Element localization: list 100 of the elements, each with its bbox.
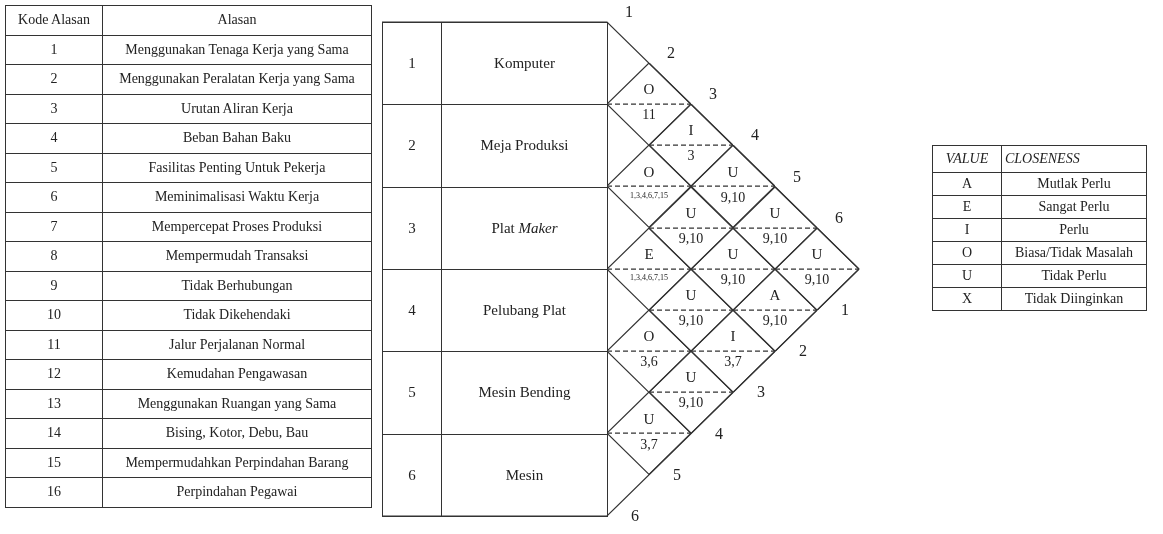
reason-code: 3 [686, 150, 696, 163]
row-number: 5 [383, 352, 442, 434]
column-header: CLOSENESS [1001, 145, 1147, 173]
reason-text: Jalur Perjalanan Normal [102, 330, 372, 360]
closeness-letter: U [768, 205, 782, 221]
value-letter: U [932, 264, 1002, 288]
reason-number: 11 [5, 330, 103, 360]
value-letter: X [932, 287, 1002, 311]
reason-text: Menggunakan Ruangan yang Sama [102, 389, 372, 419]
row-number: 6 [383, 434, 442, 516]
closeness-text: Mutlak Perlu [1001, 172, 1147, 196]
reason-text: Meminimalisasi Waktu Kerja [102, 182, 372, 212]
edge-number: 6 [835, 209, 843, 226]
closeness-letter: U [726, 164, 740, 180]
row-number: 1 [383, 23, 442, 105]
department-name: Meja Produksi [479, 137, 570, 155]
department-row [382, 351, 608, 435]
closeness-text: Biasa/Tidak Masalah [1001, 241, 1147, 265]
reason-code: 9,10 [677, 397, 705, 410]
department-row [382, 433, 608, 517]
reason-number: 7 [5, 212, 103, 242]
value-letter: E [932, 195, 1002, 219]
department-name: Pelubang Plat [482, 302, 567, 320]
closeness-letter: O [642, 82, 656, 98]
closeness-text: Tidak Diinginkan [1001, 287, 1147, 311]
closeness-letter: U [684, 288, 698, 304]
column-header: Kode Alasan [5, 5, 103, 35]
reason-text: Beban Bahan Baku [102, 123, 372, 153]
edge-number: 5 [673, 466, 681, 483]
relationship-diamond [607, 63, 691, 146]
row-number: 4 [383, 270, 442, 352]
value-letter: O [932, 241, 1002, 265]
reason-text: Perpindahan Pegawai [102, 477, 372, 507]
reason-code: 3,6 [639, 356, 659, 369]
row-number: 3 [383, 187, 442, 269]
edge-number: 1 [841, 302, 849, 319]
value-letter: A [932, 172, 1002, 196]
reason-text: Menggunakan Peralatan Kerja yang Sama [102, 64, 372, 94]
department-row [382, 22, 608, 106]
department-row [382, 104, 608, 188]
reason-text: Tidak Dikehendaki [102, 300, 372, 330]
reason-number: 13 [5, 389, 103, 419]
department-name: Mesin Bending [477, 384, 572, 402]
reason-number: 2 [5, 64, 103, 94]
department-row [382, 269, 608, 353]
edge-number: 4 [751, 127, 759, 144]
closeness-letter: O [642, 329, 656, 345]
reason-code: 9,10 [677, 315, 705, 328]
reason-number: 12 [5, 359, 103, 389]
reason-text: Mempermudahkan Perpindahan Barang [102, 448, 372, 478]
reason-number: 5 [5, 153, 103, 183]
edge-number: 3 [757, 384, 765, 401]
closeness-letter: O [642, 164, 656, 180]
reason-text: Urutan Aliran Kerja [102, 94, 372, 124]
reason-code: 1,3,4,6,7,15 [629, 189, 669, 202]
reason-text: Bising, Kotor, Debu, Bau [102, 418, 372, 448]
reason-number: 1 [5, 35, 103, 65]
reason-text: Kemudahan Pengawasan [102, 359, 372, 389]
closeness-letter: U [642, 411, 656, 427]
closeness-letter: U [684, 205, 698, 221]
reason-code: 3,7 [639, 438, 659, 451]
reason-text: Mempermudah Transaksi [102, 241, 372, 271]
value-letter: I [932, 218, 1002, 242]
department-row [382, 186, 608, 270]
reason-code: 9,10 [761, 232, 789, 245]
department-name: Mesin [504, 466, 545, 484]
department-name: Plat Maker [490, 219, 559, 237]
reason-text: Fasilitas Penting Untuk Pekerja [102, 153, 372, 183]
edge-number: 4 [715, 425, 723, 442]
closeness-letter: U [810, 246, 824, 262]
reason-code: 3,7 [723, 356, 743, 369]
reason-number: 9 [5, 271, 103, 301]
reason-code: 1,3,4,6,7,15 [629, 271, 669, 284]
reason-number: 8 [5, 241, 103, 271]
edge-number: 6 [631, 507, 639, 524]
edge-number: 2 [667, 45, 675, 62]
reason-text: Mempercepat Proses Produksi [102, 212, 372, 242]
closeness-letter: U [726, 246, 740, 262]
reason-number: 14 [5, 418, 103, 448]
edge-number: 1 [625, 4, 633, 20]
reason-number: 4 [5, 123, 103, 153]
reason-code: 9,10 [803, 273, 831, 286]
reason-code: 9,10 [719, 191, 747, 204]
reason-code: 9,10 [761, 315, 789, 328]
closeness-letter: E [643, 246, 655, 262]
edge-number: 5 [793, 168, 801, 185]
column-header: VALUE [932, 145, 1002, 173]
reason-number: 15 [5, 448, 103, 478]
reason-text: Tidak Berhubungan [102, 271, 372, 301]
closeness-letter: U [684, 370, 698, 386]
edge-number: 3 [709, 86, 717, 103]
closeness-letter: I [729, 329, 737, 345]
edge-number: 2 [799, 343, 807, 360]
closeness-letter: A [768, 288, 782, 304]
reason-number: 10 [5, 300, 103, 330]
reason-number: 6 [5, 182, 103, 212]
closeness-text: Perlu [1001, 218, 1147, 242]
closeness-letter: I [687, 123, 695, 139]
reason-code: 11 [641, 109, 657, 122]
department-name: Komputer [493, 55, 556, 73]
